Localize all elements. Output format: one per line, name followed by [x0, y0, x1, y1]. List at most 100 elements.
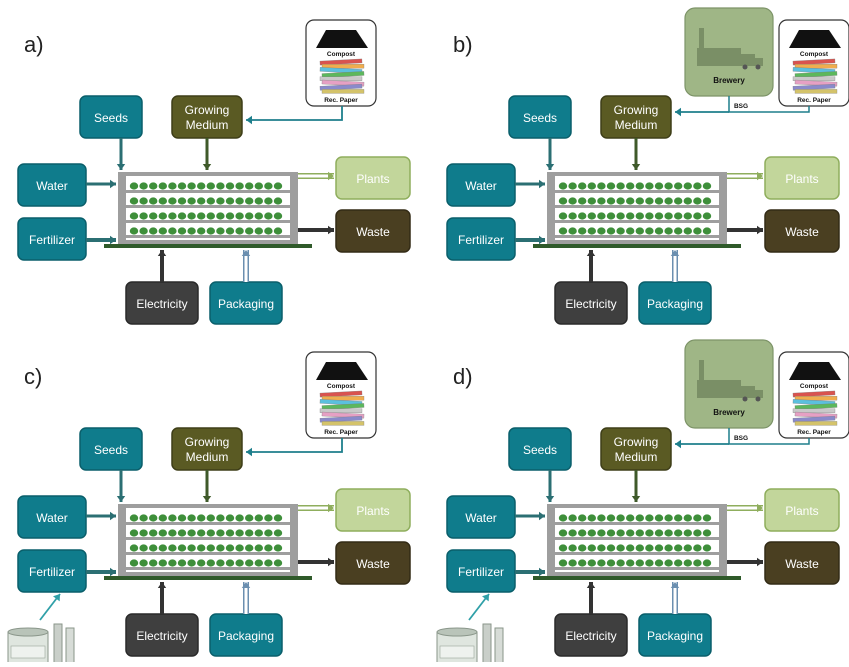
fertilizer-box: Fertilizer [17, 549, 87, 593]
plant-icon [664, 514, 673, 522]
plant-icon [693, 514, 702, 522]
water-label: Water [465, 179, 497, 193]
plant-icon [645, 227, 654, 235]
plant-icon [273, 514, 283, 522]
brewery-label: Brewery [713, 408, 745, 417]
plant-icon [635, 197, 644, 205]
plant-icon [129, 227, 139, 235]
plant-icon [206, 544, 215, 552]
plant-icon [149, 197, 158, 205]
plant-icon [206, 197, 215, 205]
arrowhead [545, 496, 555, 502]
plant-icon [693, 212, 702, 220]
plant-icon [587, 227, 596, 235]
plant-icon [558, 559, 568, 567]
plant-icon [197, 514, 206, 522]
plant-icon [693, 227, 702, 235]
waste-box: Waste [764, 209, 840, 253]
plant-icon [664, 182, 673, 190]
plant-icon [587, 544, 596, 552]
fertilizer-arrow [86, 235, 116, 245]
plant-icon [616, 212, 625, 220]
plant-icon [693, 559, 702, 567]
plant-icon [674, 529, 683, 537]
arrowhead [539, 179, 545, 189]
paper-stack-icon [792, 58, 838, 94]
plant-icon [149, 514, 158, 522]
plant-icon [645, 212, 654, 220]
packaging-box: Packaging [209, 281, 283, 325]
plant-icon [674, 197, 683, 205]
plant-icon [683, 197, 692, 205]
plant-icon [254, 212, 263, 220]
plant-icon [626, 197, 635, 205]
bsg-arrow [675, 107, 729, 117]
plant-icon [578, 514, 587, 522]
plant-icon [245, 182, 254, 190]
brewery: Brewery [684, 7, 774, 97]
packaging-arrow [241, 582, 251, 614]
packaging-arrow [241, 250, 251, 282]
vertical-farm-rack [104, 504, 312, 580]
plant-icon [206, 559, 215, 567]
electricity-box: Electricity [125, 281, 199, 325]
panel-svg: d)SeedsGrowingMediumWaterFertilizerPlant… [436, 339, 849, 667]
waste-arrow [727, 225, 763, 235]
plant-icon [206, 212, 215, 220]
plants-arrow [727, 171, 763, 181]
fertilizer-tank-icon [436, 623, 504, 667]
panel-svg: b)SeedsGrowingMediumWaterFertilizerPlant… [446, 7, 849, 325]
arrowhead [246, 447, 252, 457]
plant-icon [693, 529, 702, 537]
plant-icon [597, 182, 606, 190]
plant-icon [187, 559, 196, 567]
growing-medium-label-2: Medium [615, 118, 658, 132]
plant-icon [597, 544, 606, 552]
packaging-arrow [670, 250, 680, 282]
fertilizer-arrow [86, 567, 116, 577]
plants-box: Plants [764, 488, 840, 532]
plant-icon [702, 182, 712, 190]
plant-icon [635, 227, 644, 235]
electricity-arrow [586, 582, 596, 614]
plant-icon [606, 529, 616, 537]
plant-icon [626, 529, 635, 537]
plant-icon [158, 182, 167, 190]
plant-icon [273, 212, 283, 220]
plant-icon [674, 212, 683, 220]
arrowhead [539, 567, 545, 577]
vertical-farm-rack [104, 172, 312, 248]
plant-icon [225, 529, 235, 537]
arrowhead [110, 511, 116, 521]
packaging-label: Packaging [647, 297, 703, 311]
plant-icon [225, 544, 235, 552]
plant-icon [235, 514, 244, 522]
plant-icon [235, 182, 244, 190]
plant-icon [558, 529, 568, 537]
plant-icon [683, 182, 692, 190]
plants-label: Plants [785, 172, 818, 186]
plant-icon [139, 559, 148, 567]
compost-label: Compost [327, 383, 356, 390]
plant-icon [273, 559, 283, 567]
water-box: Water [17, 495, 87, 539]
arrowhead [631, 496, 641, 502]
plant-icon [264, 529, 273, 537]
waste-arrow [298, 557, 334, 567]
seeds-arrow [545, 470, 555, 502]
plant-icon [254, 182, 263, 190]
plant-icon [702, 212, 712, 220]
plant-icon [206, 514, 215, 522]
plant-icon [235, 197, 244, 205]
fertilizer-arrow [515, 567, 545, 577]
plant-icon [264, 227, 273, 235]
plant-icon [635, 212, 644, 220]
plant-icon [587, 212, 596, 220]
plant-icon [158, 212, 167, 220]
plant-icon [606, 559, 616, 567]
plant-icon [558, 514, 568, 522]
plant-icon [149, 227, 158, 235]
